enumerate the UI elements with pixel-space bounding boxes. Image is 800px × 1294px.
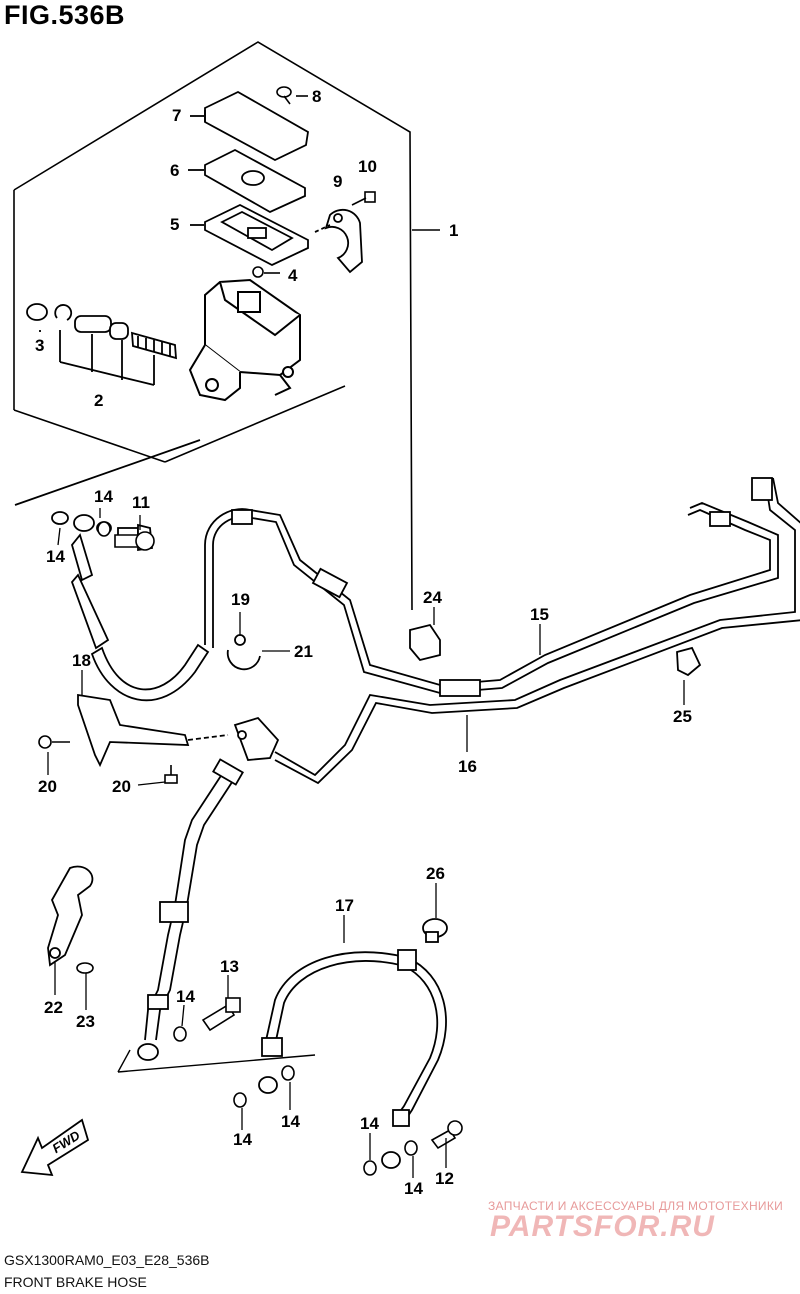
banjo-bolt-12	[430, 1120, 463, 1150]
small-screw	[252, 266, 280, 278]
callout-14-a: 14	[94, 487, 113, 506]
figure-title: FIG.536B	[4, 0, 126, 30]
pipe-clip-24	[409, 623, 441, 662]
master-cylinder-group	[13, 41, 440, 611]
clamp-bolt	[351, 191, 376, 206]
diagram-caption: FRONT BRAKE HOSE	[4, 1274, 147, 1290]
fwd-arrow-icon: FWD	[20, 1118, 90, 1177]
callout-25: 25	[673, 707, 692, 726]
piston-kit	[26, 303, 177, 386]
pipe-clamp	[226, 634, 261, 671]
callout-21: 21	[294, 642, 313, 661]
callout-20-b: 20	[112, 777, 131, 796]
callout-11: 11	[132, 493, 150, 512]
diaphragm	[190, 203, 309, 267]
bracket-bolt-left	[38, 735, 70, 749]
callout-19: 19	[231, 590, 250, 609]
callout-16: 16	[458, 757, 477, 776]
callout-14-e: 14	[281, 1112, 300, 1131]
callout-14-d: 14	[233, 1130, 252, 1149]
cover-screw	[276, 86, 308, 105]
callout-13: 13	[220, 957, 239, 976]
callout-6: 6	[170, 161, 179, 180]
upper-brake-hose	[14, 439, 210, 701]
front-brake-hose-17	[258, 949, 447, 1169]
hose-clamp-22	[47, 865, 94, 967]
callout-7: 7	[172, 106, 181, 125]
diaphragm-plate	[188, 148, 306, 214]
callout-14-g: 14	[404, 1179, 423, 1198]
callout-labels: 1 2 3 4 5 6 7 8 9 10 11 12 13 14 14 14 1…	[35, 87, 692, 1198]
callout-18: 18	[72, 651, 91, 670]
callout-4: 4	[288, 266, 298, 285]
watermark-tagline: ЗАПЧАСТИ И АКСЕССУАРЫ ДЛЯ МОТОТЕХНИКИ	[488, 1199, 784, 1213]
master-cylinder-body	[188, 278, 301, 402]
callout-20-a: 20	[38, 777, 57, 796]
washers-bottom	[97, 521, 418, 1176]
callout-17: 17	[335, 896, 354, 915]
callout-2: 2	[94, 391, 103, 410]
clamp-bolt-23	[76, 962, 94, 974]
brake-pipe-15	[204, 502, 779, 697]
callout-26: 26	[426, 864, 445, 883]
pipe-clip-25	[676, 646, 702, 677]
leader-lines	[47, 508, 685, 1178]
callout-14-f: 14	[360, 1114, 379, 1133]
junction-block	[233, 716, 280, 761]
watermark-logo: PARTSFOR.RU	[490, 1210, 715, 1243]
callout-23: 23	[76, 1012, 95, 1031]
callout-3: 3	[35, 336, 44, 355]
handlebar-clamp	[314, 208, 363, 274]
guide-line-lower	[117, 1049, 316, 1073]
bracket-bolt-right	[164, 765, 178, 784]
callout-8: 8	[312, 87, 321, 106]
banjo-bolt-11	[114, 531, 155, 551]
callout-15: 15	[530, 605, 549, 624]
reservoir-cover	[190, 90, 309, 162]
callout-24: 24	[423, 588, 442, 607]
lower-brake-hose-left	[137, 758, 244, 1061]
callout-10: 10	[358, 157, 377, 176]
callout-14-c: 14	[176, 987, 195, 1006]
callout-12: 12	[435, 1169, 454, 1188]
diagram-code: GSX1300RAM0_E03_E28_536B	[4, 1252, 210, 1268]
callout-14-b: 14	[46, 547, 65, 566]
callout-22: 22	[44, 998, 63, 1017]
banjo-bolt-13	[201, 997, 241, 1032]
brake-pipe-16	[274, 477, 800, 785]
hose-clamp-26	[422, 918, 448, 943]
callout-9: 9	[333, 172, 342, 191]
callout-5: 5	[170, 215, 179, 234]
hose-bracket	[77, 693, 229, 768]
callout-1: 1	[449, 221, 458, 240]
